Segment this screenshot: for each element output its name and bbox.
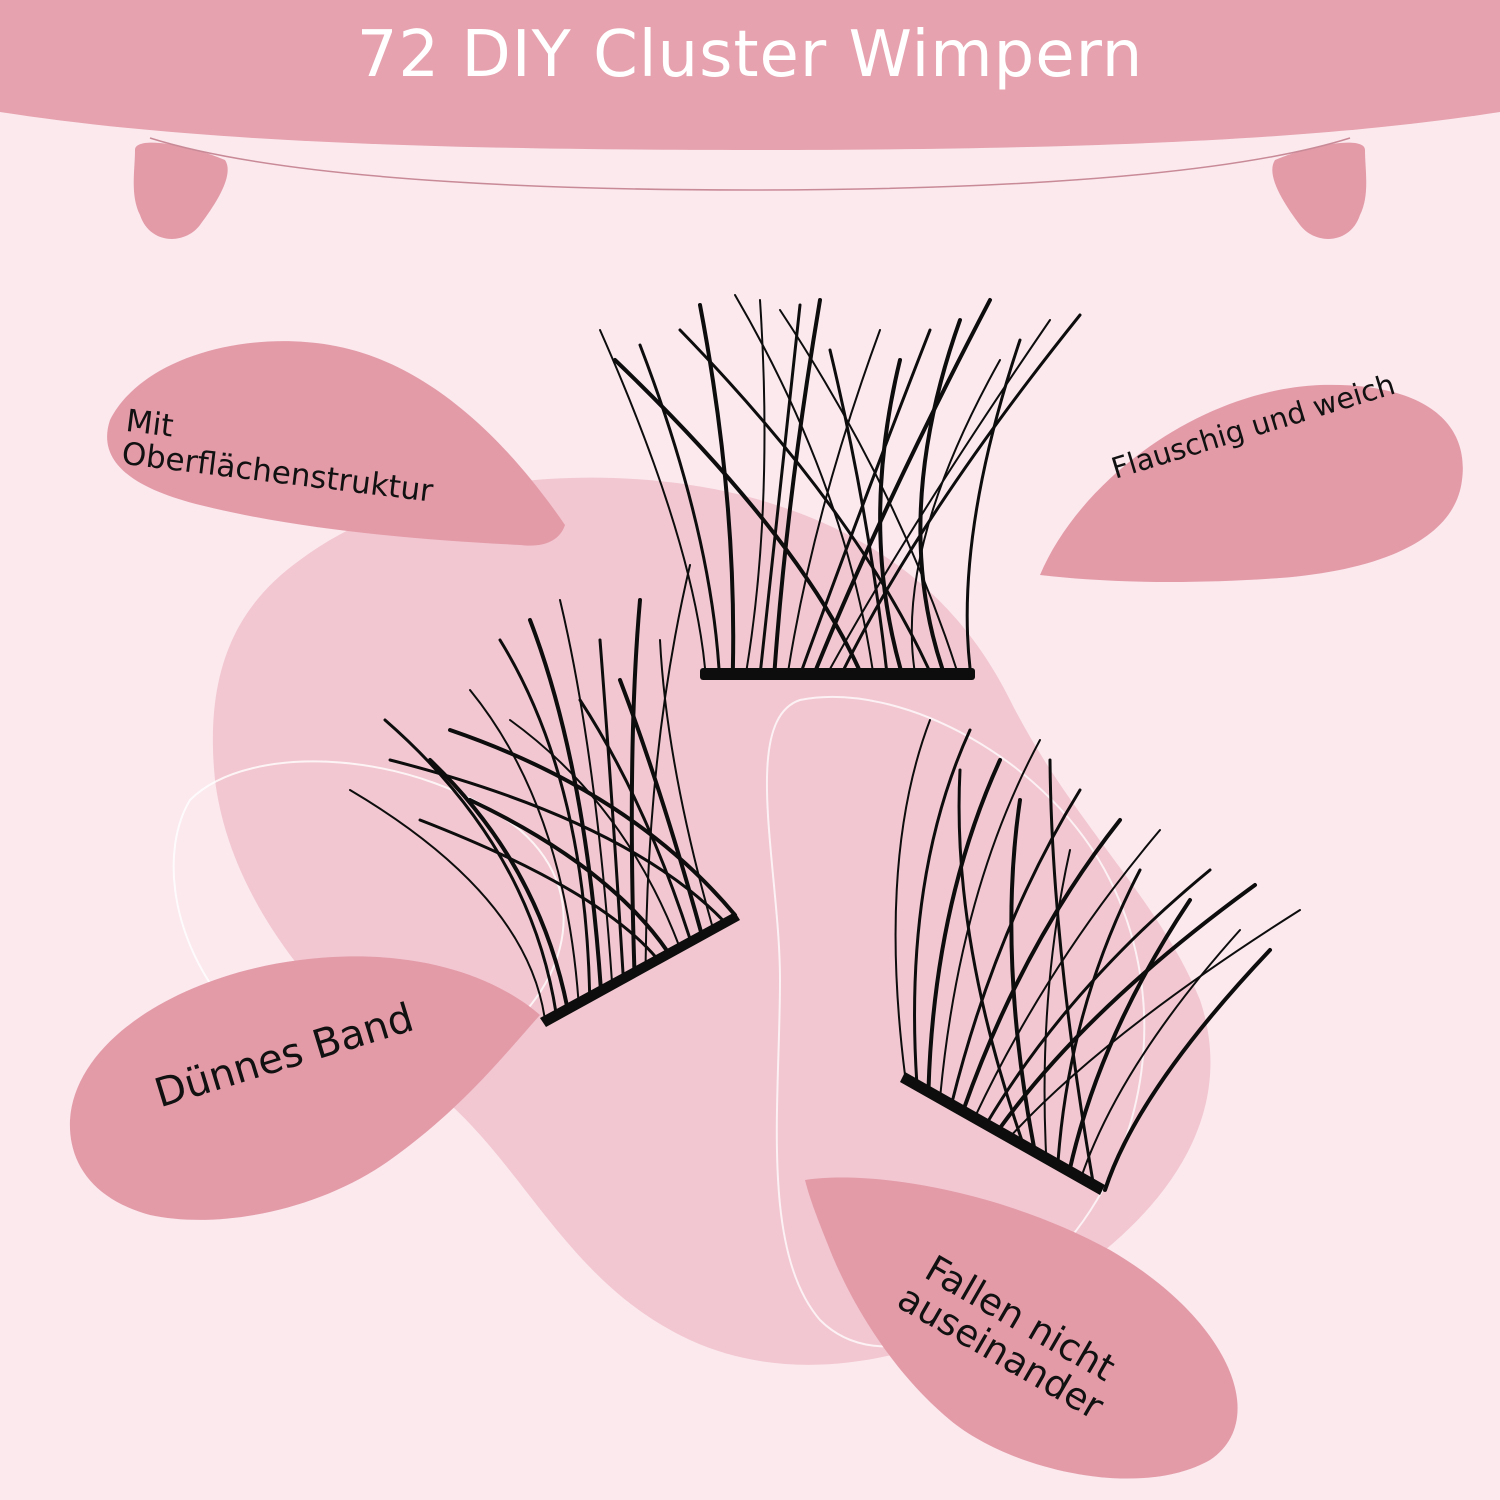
bubble-top-left: [107, 341, 565, 546]
hanging-tab-right: [1272, 142, 1367, 239]
bubble-top-right: [1040, 384, 1463, 582]
hanging-tab-left: [133, 142, 228, 239]
hanging-string: [149, 137, 1351, 191]
bubble-bottom-left: [69, 956, 540, 1220]
title-banner: [0, 0, 1500, 150]
bubble-bottom-right: [805, 1177, 1238, 1479]
page-title: 72 DIY Cluster Wimpern: [356, 18, 1144, 92]
